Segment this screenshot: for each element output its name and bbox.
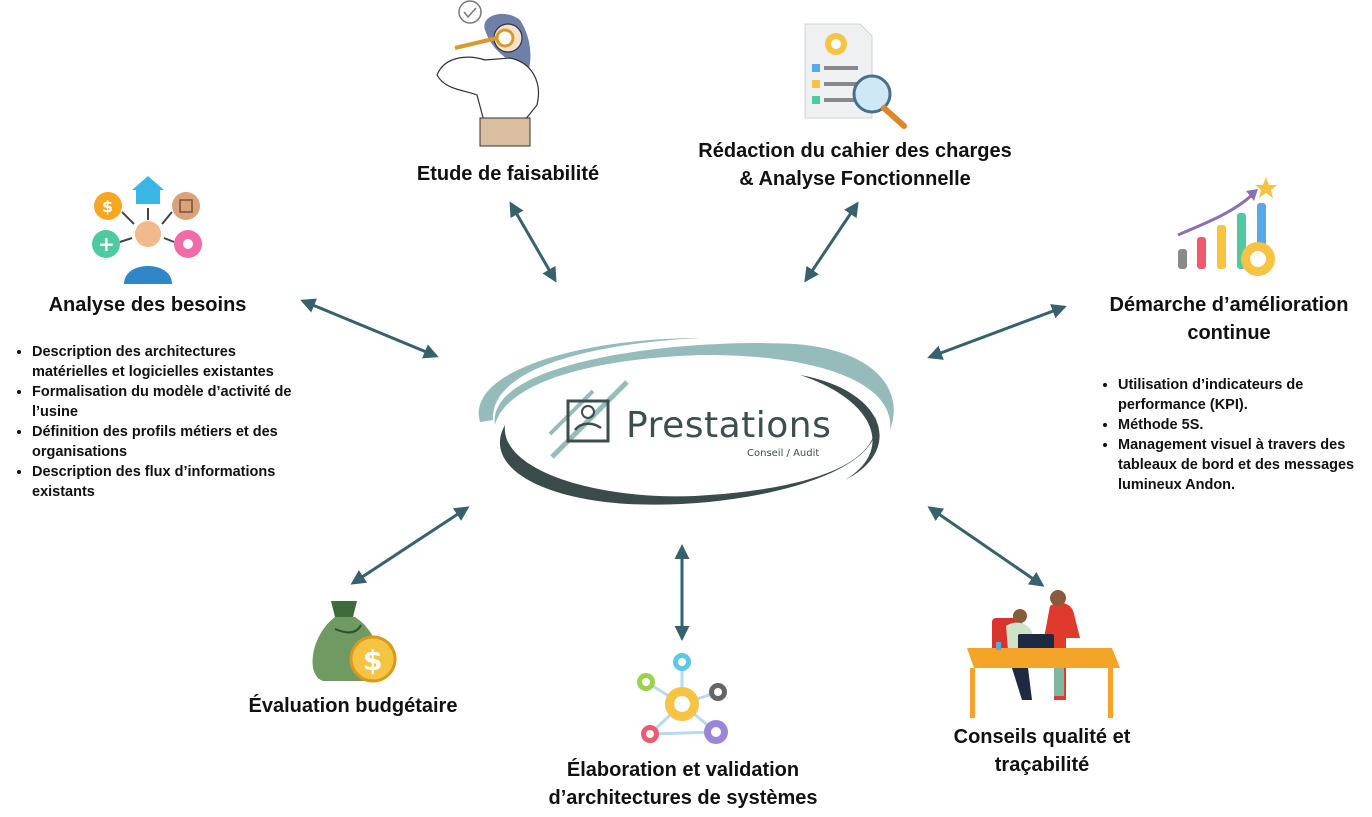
arrow-conseils <box>927 506 1045 587</box>
svg-text:$: $ <box>102 197 113 216</box>
analyse-title: Analyse des besoins <box>48 294 247 316</box>
redaction-title-line1: Rédaction du cahier des charges <box>698 140 1012 162</box>
handshake-award-icon <box>548 380 629 459</box>
list-item: Description des architectures matérielle… <box>32 342 314 382</box>
list-item: Définition des profils métiers et des or… <box>32 422 314 462</box>
svg-text:+: + <box>98 232 115 256</box>
arrow-demarche <box>927 304 1067 360</box>
redaction-title: Rédaction du cahier des charges & Analys… <box>680 137 1030 193</box>
person-network-icon: $ + <box>92 176 202 284</box>
arrow-evaluation <box>350 506 470 585</box>
svg-text:$: $ <box>363 644 382 677</box>
redaction-title-line2: & Analyse Fonctionnelle <box>739 168 971 190</box>
list-item: Description des flux d’informations exis… <box>32 462 314 502</box>
list-item: Formalisation du modèle d’activité de l’… <box>32 382 314 422</box>
etude-title: Etude de faisabilité <box>416 163 600 185</box>
office-meeting-icon <box>967 590 1120 718</box>
demarche-title: Démarche d’amélioration continue <box>1090 291 1368 347</box>
elaboration-title-line2: d’architectures de systèmes <box>548 787 818 809</box>
growth-chart-icon <box>1177 177 1277 276</box>
list-item: Méthode 5S. <box>1118 415 1372 435</box>
analyse-bullets: Description des architectures matérielle… <box>12 342 314 502</box>
arrow-etude <box>509 201 557 283</box>
elaboration-title-line1: Élaboration et validation <box>566 759 800 781</box>
magnifier-woman-icon <box>436 0 539 147</box>
arrow-analyse <box>300 298 439 359</box>
list-item: Utilisation d’indicateurs de performance… <box>1118 375 1372 415</box>
center-title: Prestations <box>626 405 832 446</box>
evaluation-title: Évaluation budgétaire <box>248 695 458 717</box>
center-subtitle: Conseil / Audit <box>747 448 820 459</box>
demarche-title-line2: continue <box>1187 322 1271 344</box>
conseils-title-line1: Conseils qualité et <box>953 726 1131 748</box>
demarche-bullets: Utilisation d’indicateurs de performance… <box>1098 375 1372 495</box>
demarche-title-line1: Démarche d’amélioration <box>1109 294 1349 316</box>
list-item: Management visuel à travers des tableaux… <box>1118 435 1372 495</box>
gear-network-icon <box>637 653 728 744</box>
elaboration-title: Élaboration et validation d’architecture… <box>528 756 838 812</box>
center-ellipse-logo <box>478 338 894 505</box>
document-magnifier-icon <box>804 23 907 129</box>
conseils-title: Conseils qualité et traçabilité <box>932 723 1152 779</box>
money-bag-icon: $ <box>312 601 397 683</box>
arrow-redaction <box>804 201 859 283</box>
conseils-title-line2: traçabilité <box>994 754 1090 776</box>
